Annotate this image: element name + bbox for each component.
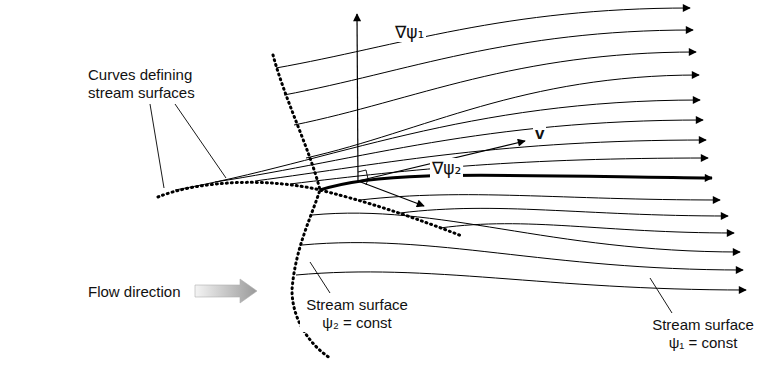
right-angle-mark xyxy=(366,179,368,185)
defining-curve xyxy=(158,182,462,236)
streamline xyxy=(284,30,693,95)
streamlines xyxy=(175,8,746,290)
leader-line xyxy=(650,278,672,313)
flow-label: Flow direction xyxy=(86,283,183,301)
streamline xyxy=(312,213,740,252)
bold-streamline xyxy=(320,175,712,190)
streamline xyxy=(440,224,734,233)
leader-line xyxy=(310,262,330,293)
vector-label: ∇ψ₁ xyxy=(393,22,426,42)
flow-arrow xyxy=(195,279,257,303)
velocity-vector xyxy=(358,141,525,181)
surface-label: Stream surface ψ₂ = const xyxy=(300,296,414,332)
gradient-vector xyxy=(357,14,358,181)
streamline xyxy=(215,120,703,182)
vector-label: v xyxy=(533,124,546,144)
streamline xyxy=(306,75,699,158)
streamline xyxy=(276,8,690,68)
streamline xyxy=(294,52,696,125)
surface-label: Stream surface ψ₁ = const xyxy=(646,316,760,352)
leader-line xyxy=(175,104,226,178)
leader-line xyxy=(150,104,164,188)
streamline xyxy=(296,272,746,290)
streamline xyxy=(290,158,708,184)
streamline xyxy=(360,195,720,200)
streamline xyxy=(302,243,743,270)
curve-label: Curves defining stream surfaces xyxy=(86,66,206,102)
right-angle-mark xyxy=(358,170,368,179)
streamline xyxy=(400,208,728,216)
vector-label: ∇ψ₂ xyxy=(430,158,463,178)
gradient-vector xyxy=(358,181,424,206)
